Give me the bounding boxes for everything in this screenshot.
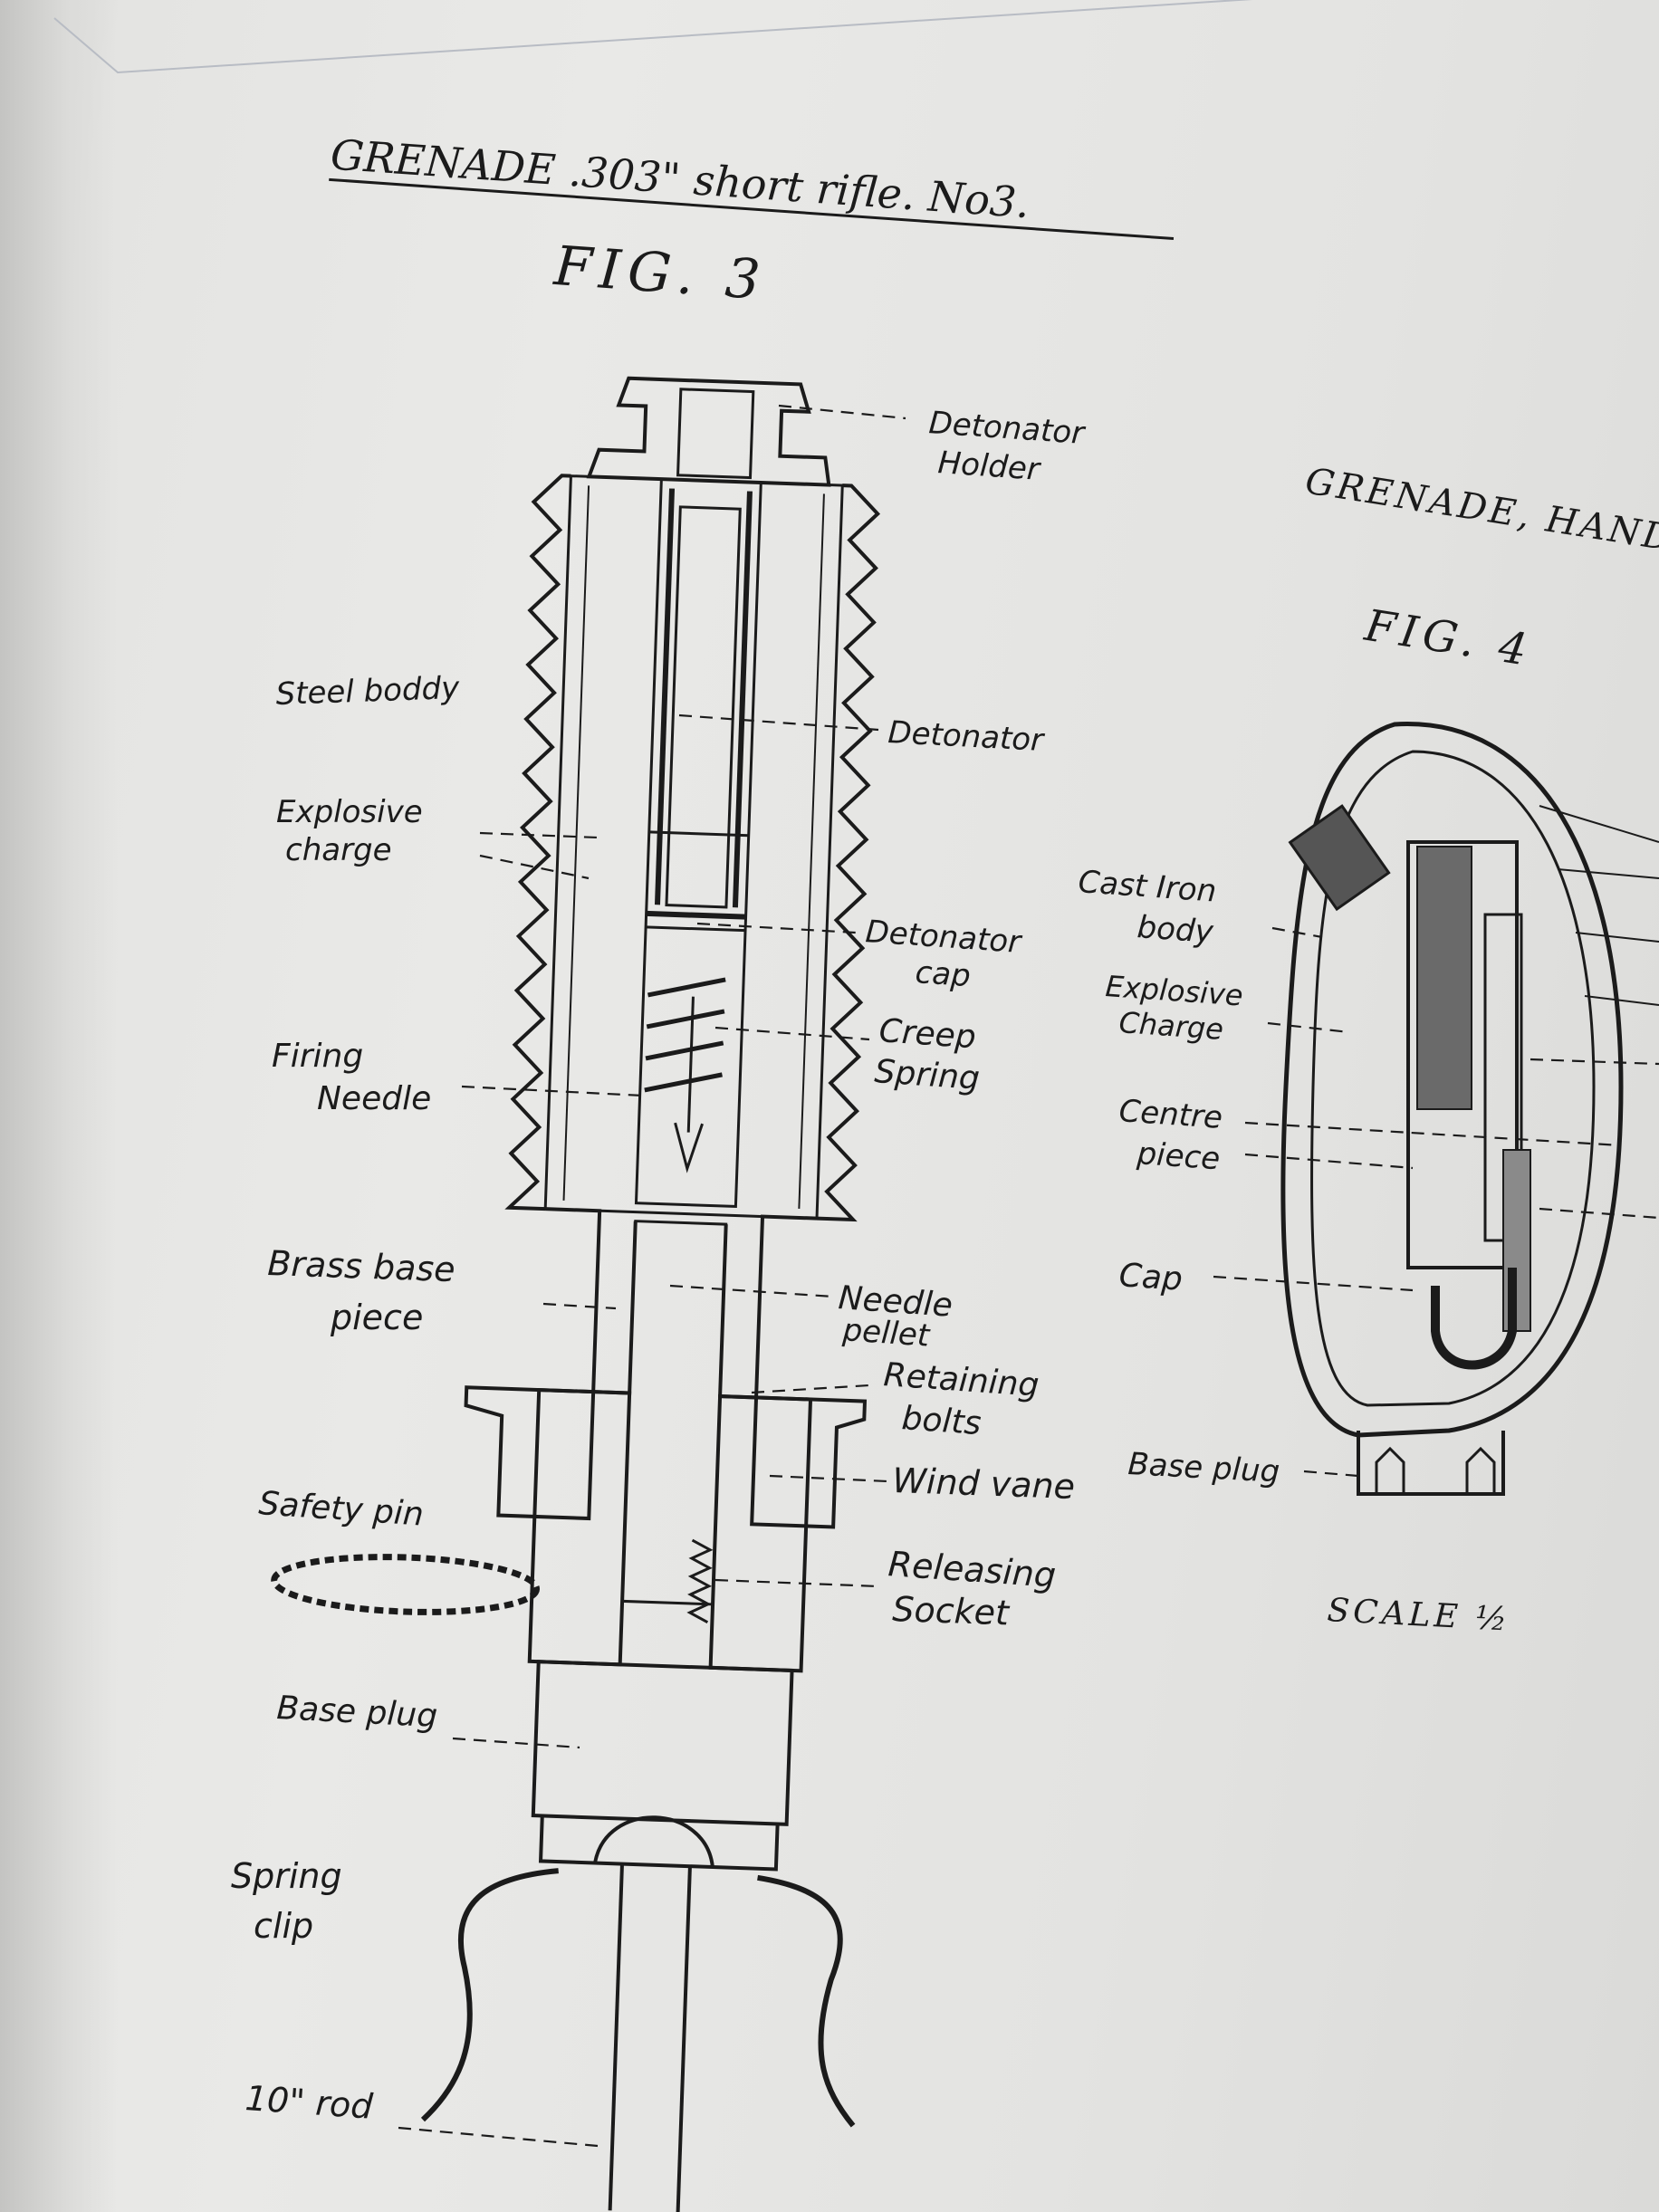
label-safety-pin: Safety pin [257, 1485, 425, 1534]
label-steel-body: Steel boddy [275, 670, 461, 713]
label-base-plug-fig4: Base plug [1127, 1446, 1281, 1490]
label-cast-iron-body-1: Cast Iron [1077, 864, 1217, 910]
label-brass-base-2: piece [330, 1298, 423, 1337]
label-centre-piece-2: piece [1135, 1135, 1221, 1177]
fig4-labels: Cast Iron body Explosive Charge Centre p… [1077, 864, 1511, 1639]
label-needle-pellet-1: Needle [837, 1279, 954, 1325]
label-firing-needle-2: Needle [317, 1080, 431, 1117]
fig3-header: GRENADE .303" short rifle. No3. [329, 129, 1031, 227]
label-firing-needle-1: Firing [272, 1038, 363, 1075]
label-spring-clip-1: Spring [231, 1856, 342, 1896]
fig4-leader-lines [1213, 926, 1659, 1478]
label-explosive-charge-1: Explosive [276, 794, 423, 830]
label-cast-iron-body-2: body [1136, 909, 1215, 951]
fig3-labels: Detonator Holder Steel boddy Detonator E… [231, 405, 1087, 2127]
label-brass-base-1: Brass base [267, 1243, 456, 1289]
label-creep-spring-1: Creep [877, 1012, 977, 1056]
label-needle-pellet-2: pellet [840, 1312, 932, 1355]
fig4-label: FIG. 4 [1360, 600, 1535, 677]
label-retaining-bolts-2: bolts [900, 1400, 982, 1442]
rifle-grenade-drawing [271, 376, 881, 2212]
scale-label: SCALE ½ [1327, 1592, 1512, 1639]
fig3-label: FIG. 3 [551, 235, 770, 312]
label-creep-spring-2: Spring [873, 1053, 981, 1097]
book-gutter-shadow [0, 0, 118, 2212]
label-rod: 10" rod [244, 2078, 375, 2127]
hand-grenade-drawing [1280, 722, 1659, 1496]
label-wind-vane: Wind vane [892, 1460, 1076, 1507]
label-base-plug: Base plug [276, 1690, 439, 1735]
label-releasing-socket-2: Socket [892, 1589, 1012, 1633]
label-retaining-bolts-1: Retaining [882, 1356, 1040, 1404]
label-detonator-cap-1: Detonator [864, 914, 1023, 961]
fig4-header: GRENADE, HAND No [1302, 460, 1659, 570]
label-detonator: Detonator [887, 714, 1047, 759]
label-centre-piece-1: Centre [1117, 1093, 1223, 1136]
label-releasing-socket-1: Releasing [887, 1544, 1057, 1595]
label-cap: Cap [1117, 1257, 1184, 1298]
label-detonator-holder-2: Holder [936, 445, 1042, 488]
label-explosive-charge-fig4-2: Charge [1117, 1005, 1224, 1047]
label-explosive-charge-2: charge [285, 832, 392, 868]
label-detonator-cap-2: cap [914, 954, 972, 994]
label-spring-clip-2: clip [254, 1906, 313, 1946]
fig3-leader-lines [398, 404, 906, 2148]
